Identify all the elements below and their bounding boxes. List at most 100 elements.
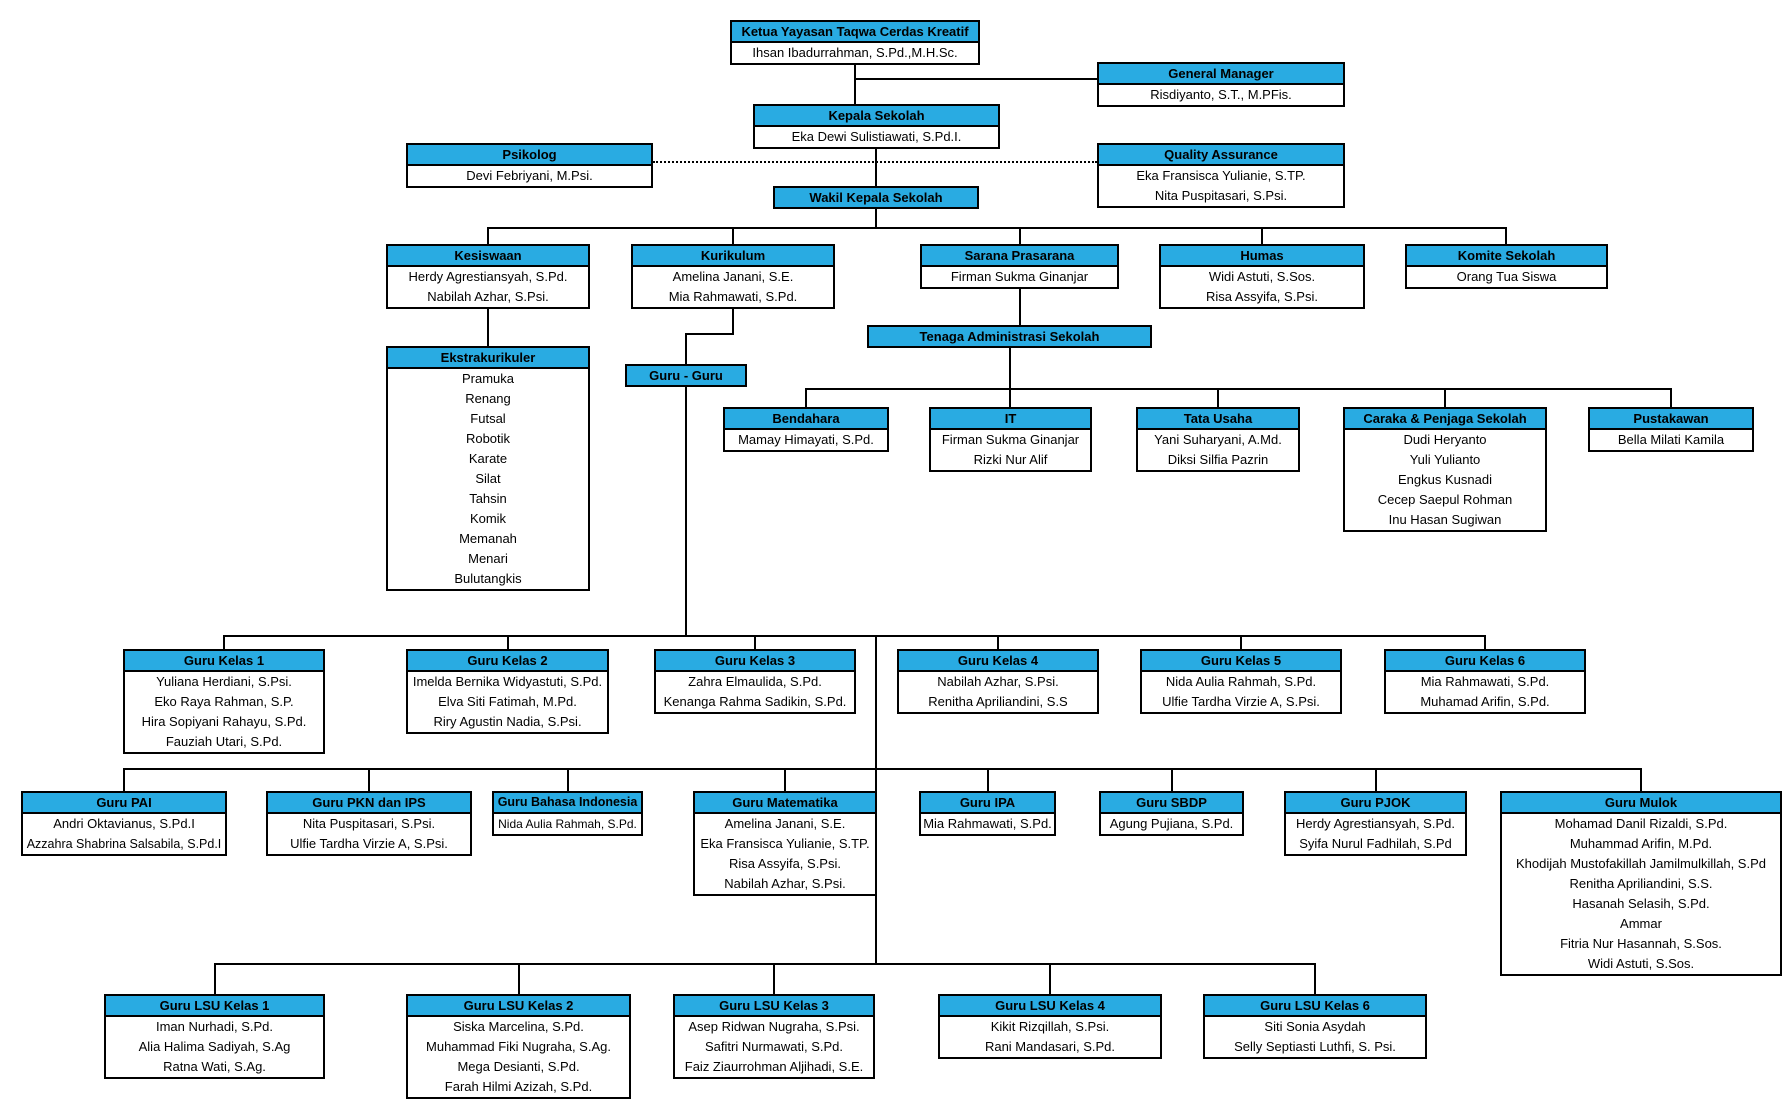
member-name: Mia Rahmawati, S.Pd. <box>668 289 798 304</box>
member-name: Firman Sukma Ginanjar <box>950 269 1089 284</box>
org-box-members: Yani Suharyani, A.Md. Diksi Silfia Pazrin <box>1138 430 1298 470</box>
org-box-tata-usaha: Tata Usaha Yani Suharyani, A.Md. Diksi Si… <box>1136 407 1300 472</box>
connector-line <box>567 768 569 792</box>
member-name: Dudi Heryanto <box>1403 432 1487 447</box>
connector-line <box>487 227 489 246</box>
member-name: Cecep Saepul Rohman <box>1377 492 1513 507</box>
member-name: Khodijah Mustofakillah Jamilmulkillah, S… <box>1515 856 1766 871</box>
member-name: Amelina Janani, S.E. <box>724 816 846 831</box>
org-box-title: Kurikulum <box>633 246 833 267</box>
connector-line <box>805 388 1672 390</box>
member-name: Ulfie Tardha Virzie A, S.Psi. <box>290 836 448 851</box>
member-name: Nida Aulia Rahmah, S.Pd. <box>498 817 637 831</box>
member-name: Yani Suharyani, A.Md. <box>1154 432 1282 447</box>
org-box-members: Nabilah Azhar, S.Psi.Renitha Apriliandin… <box>899 672 1097 712</box>
org-box-kepala-sekolah: Kepala Sekolah Eka Dewi Sulistiawati, S.… <box>753 104 1000 149</box>
connector-line <box>732 227 734 246</box>
org-box-title: Guru IPA <box>921 793 1054 814</box>
member-name: Iman Nurhadi, S.Pd. <box>155 1019 274 1034</box>
member-name: Azzahra Shabrina Salsabila, S.Pd.I <box>26 837 222 851</box>
member-name: Ihsan Ibadurrahman, S.Pd.,M.H.Sc. <box>752 45 958 60</box>
org-box-title: Guru Kelas 3 <box>656 651 854 672</box>
member-name: Devi Febriyani, M.Psi. <box>466 168 593 183</box>
org-box-title: Guru PAI <box>23 793 225 814</box>
connector-line <box>507 635 509 650</box>
org-box-title: Guru LSU Kelas 4 <box>940 996 1160 1017</box>
org-box-title: IT <box>931 409 1090 430</box>
org-box-members: Amelina Janani, S.E.Mia Rahmawati, S.Pd. <box>633 267 833 307</box>
connector-line <box>1375 768 1377 792</box>
org-box-guru-ipa: Guru IPA Mia Rahmawati, S.Pd. <box>919 791 1056 836</box>
org-box-title: Caraka & Penjaga Sekolah <box>1345 409 1545 430</box>
org-box-members: Widi Astuti, S.Sos. Risa Assyifa, S.Psi. <box>1161 267 1363 307</box>
org-box-title: Komite Sekolah <box>1407 246 1606 267</box>
member-name: Risa Assyifa, S.Psi. <box>1206 289 1318 304</box>
connector-line <box>805 388 807 408</box>
member-name: Eko Raya Rahman, S.P. <box>154 694 294 709</box>
org-box-guru-mulok: Guru Mulok Mohamad Danil Rizaldi, S.Pd.M… <box>1500 791 1782 976</box>
connector-line <box>1019 284 1021 326</box>
org-box-members: Zahra Elmaulida, S.Pd. Kenanga Rahma Sadi… <box>656 672 854 712</box>
member-name: Agung Pujiana, S.Pd. <box>1109 816 1234 831</box>
member-name: Widi Astuti, S.Sos. <box>1208 269 1316 284</box>
member-name: Siska Marcelina, S.Pd. <box>453 1019 584 1034</box>
member-name: Muhamad Arifin, S.Pd. <box>1420 694 1550 709</box>
org-box-guru-kelas-4: Guru Kelas 4 Nabilah Azhar, S.Psi.Renith… <box>897 649 1099 714</box>
org-box-title: Guru Kelas 2 <box>408 651 607 672</box>
org-box-members: Nida Aulia Rahmah, S.Pd.Ulfie Tardha Vir… <box>1142 672 1340 712</box>
connector-line <box>875 204 877 229</box>
member-name: Kikit Rizqillah, S.Psi. <box>990 1019 1110 1034</box>
member-name: Firman Sukma Ginanjar <box>941 432 1080 447</box>
org-box-title: Tata Usaha <box>1138 409 1298 430</box>
connector-line <box>487 303 489 347</box>
org-box-members: Firman Sukma Ginanjar <box>922 267 1117 287</box>
connector-line <box>854 58 856 104</box>
connector-line <box>732 303 734 335</box>
org-box-members: Iman Nurhadi, S.Pd.Alia Halima Sadiyah, … <box>106 1017 323 1077</box>
org-box-guru-kelas-6: Guru Kelas 6 Mia Rahmawati, S.Pd.Muhamad… <box>1384 649 1586 714</box>
member-name: Mia Rahmawati, S.Pd. <box>923 816 1052 831</box>
org-box-sarana-prasarana: Sarana Prasarana Firman Sukma Ginanjar <box>920 244 1119 289</box>
member-name: Renitha Apriliandini, S.S. <box>1569 876 1713 891</box>
member-name: Diksi Silfia Pazrin <box>1167 452 1269 467</box>
member-name: Yuliana Herdiani, S.Psi. <box>156 674 292 689</box>
org-box-guru-pjok: Guru PJOK Herdy Agrestiansyah, S.Pd.Syif… <box>1284 791 1467 856</box>
org-box-title: Ekstrakurikuler <box>388 348 588 369</box>
member-name: Tahsin <box>469 491 507 506</box>
connector-line <box>1484 635 1486 650</box>
member-name: Hira Sopiyani Rahayu, S.Pd. <box>141 714 307 729</box>
member-name: Pramuka <box>461 371 515 386</box>
member-name: Siti Sonia Asydah <box>1264 1019 1366 1034</box>
connector-line <box>997 635 999 650</box>
member-name: Riry Agustin Nadia, S.Psi. <box>433 714 582 729</box>
member-name: Safitri Nurmawati, S.Pd. <box>705 1039 843 1054</box>
member-name: Asep Ridwan Nugraha, S.Psi. <box>688 1019 860 1034</box>
member-name: Andri Oktavianus, S.Pd.I <box>53 816 195 831</box>
org-box-members: Mamay Himayati, S.Pd. <box>725 430 887 450</box>
org-box-komite-sekolah: Komite Sekolah Orang Tua Siswa <box>1405 244 1608 289</box>
org-box-title: Guru Kelas 6 <box>1386 651 1584 672</box>
connector-line <box>1314 963 1316 995</box>
org-box-guru-lsu-kelas-2: Guru LSU Kelas 2 Siska Marcelina, S.Pd.M… <box>406 994 631 1099</box>
member-name: Nabilah Azhar, S.Psi. <box>427 289 549 304</box>
member-name: Renang <box>465 391 511 406</box>
org-box-title: Wakil Kepala Sekolah <box>775 188 977 207</box>
member-name: Farah Hilmi Azizah, S.Pd. <box>444 1079 593 1094</box>
org-box-title: Kesiswaan <box>388 246 588 267</box>
org-box-guru-kelas-3: Guru Kelas 3 Zahra Elmaulida, S.Pd. Kenan… <box>654 649 856 714</box>
connector-line <box>1009 344 1011 390</box>
member-name: Bulutangkis <box>454 571 522 586</box>
org-box-guru-pai: Guru PAI Andri Oktavianus, S.Pd.I Azzahra… <box>21 791 227 856</box>
org-box-members: Bella Milati Kamila <box>1590 430 1752 450</box>
org-box-guru-lsu-kelas-1: Guru LSU Kelas 1 Iman Nurhadi, S.Pd.Alia… <box>104 994 325 1079</box>
member-name: Ammar <box>1620 916 1662 931</box>
member-name: Kenanga Rahma Sadikin, S.Pd. <box>663 694 847 709</box>
member-name: Karate <box>468 451 508 466</box>
member-name: Bella Milati Kamila <box>1617 432 1725 447</box>
member-name: Zahra Elmaulida, S.Pd. <box>688 674 822 689</box>
org-box-title: Tenaga Administrasi Sekolah <box>869 327 1150 346</box>
